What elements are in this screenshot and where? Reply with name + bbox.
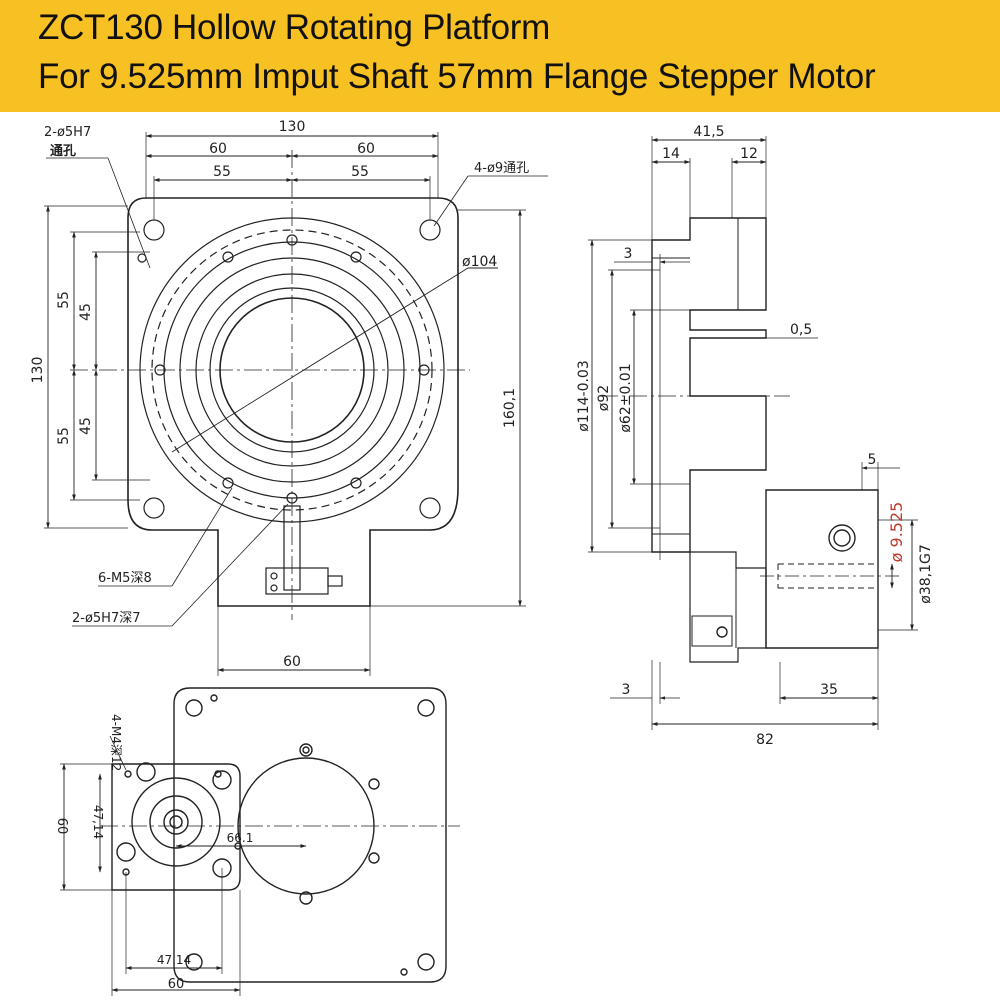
label-mount-holes: 4-ø9通孔	[474, 161, 529, 176]
dim-35: 35	[820, 682, 838, 698]
dim-60-right: 60	[357, 141, 375, 157]
dim-47-14-horizontal: 47.14	[157, 953, 191, 967]
motor-adapter	[765, 489, 879, 649]
bottom-plate	[173, 687, 447, 983]
dim-d38: ø38,1G7	[918, 544, 934, 604]
front-view	[44, 132, 548, 676]
page-title: ZCT130 Hollow Rotating Platform	[38, 8, 551, 47]
dim-60-horizontal: 60	[168, 977, 185, 992]
label-pin-depth: 2-ø5H7深7	[72, 611, 141, 626]
dim-60-bottom: 60	[283, 654, 301, 670]
bottom-view-labels: 4-M4深12 60 47,14 66.1 47.14 60	[54, 714, 253, 992]
label-pin-hole-through: 通孔	[50, 143, 76, 159]
dim-d62: ø62±0.01	[618, 363, 634, 432]
dim-d114: ø114-0.03	[576, 360, 592, 432]
dim-45-upper: 45	[78, 303, 94, 321]
dim-60-left: 60	[209, 141, 227, 157]
side-view	[588, 136, 918, 730]
label-m4: 4-M4深12	[109, 714, 123, 771]
dim-82: 82	[756, 732, 774, 748]
side-view-labels: 41,5 14 12 3 0,5 ø114-0.03 ø92 ø62±0.01 …	[576, 124, 934, 748]
dim-14: 14	[662, 146, 680, 162]
technical-drawing: 130 60 60 55 55 130 55 45 55 45 160,1 60…	[30, 119, 934, 996]
dim-160-1: 160,1	[502, 388, 518, 428]
dim-0-5: 0,5	[790, 322, 812, 338]
dim-55-lower: 55	[56, 427, 72, 445]
dim-60-vertical: 60	[54, 818, 69, 835]
page-subtitle: For 9.525mm Imput Shaft 57mm Flange Step…	[38, 57, 876, 96]
front-view-labels: 130 60 60 55 55 130 55 45 55 45 160,1 60…	[30, 119, 529, 670]
dim-d92: ø92	[596, 385, 612, 411]
title-banner: ZCT130 Hollow Rotating Platform For 9.52…	[0, 0, 1000, 112]
side-flange	[651, 217, 767, 553]
dim-47-14-vertical: 47,14	[91, 805, 105, 839]
dim-3-bottom: 3	[622, 682, 631, 698]
dim-shaft-diameter: ø 9.525	[887, 502, 906, 563]
platform-outline	[127, 197, 459, 607]
dim-55-left: 55	[213, 164, 231, 180]
motor-boss	[131, 777, 221, 867]
dim-3-top: 3	[624, 246, 633, 262]
dim-55-upper: 55	[56, 291, 72, 309]
label-pin-hole: 2-ø5H7	[44, 125, 91, 140]
dim-5: 5	[868, 452, 877, 468]
dim-45-lower: 45	[78, 417, 94, 435]
dim-41-5: 41,5	[693, 124, 724, 140]
label-d104: ø104	[462, 254, 497, 270]
dim-55-right: 55	[351, 164, 369, 180]
dim-130-top: 130	[279, 119, 306, 135]
motor-flange	[111, 763, 241, 891]
dim-66-1: 66.1	[227, 831, 254, 845]
bottom-view	[60, 687, 460, 996]
dim-12: 12	[740, 146, 758, 162]
sensor-bracket	[283, 505, 301, 591]
label-tapped-holes: 6-M5深8	[98, 571, 152, 586]
dim-130-left: 130	[30, 357, 46, 384]
